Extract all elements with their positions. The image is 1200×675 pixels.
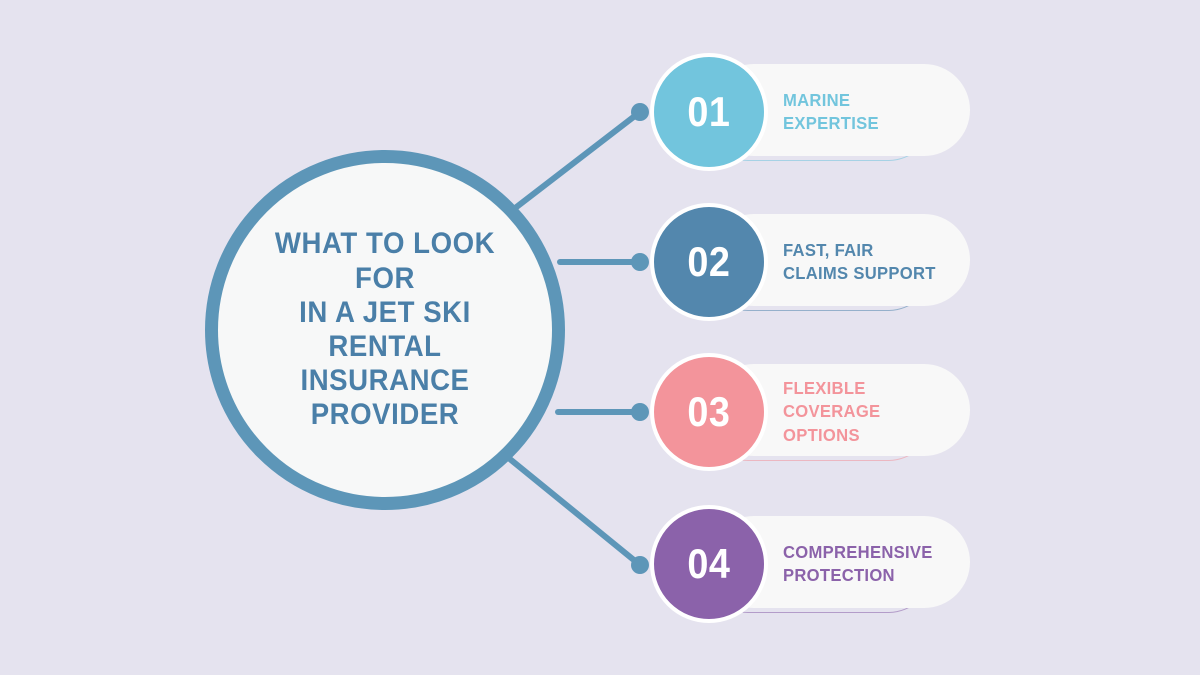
item-row-02[interactable]: FAST, FAIR CLAIMS SUPPORT 02 [650, 203, 970, 321]
connector-line-01 [507, 109, 643, 215]
item-label-04: COMPREHENSIVE PROTECTION [783, 541, 933, 585]
item-row-01[interactable]: MARINE EXPERTISE 01 [650, 53, 970, 171]
item-badge-02[interactable]: 02 [650, 203, 768, 321]
central-hub-circle: WHAT TO LOOK FOR IN A JET SKI RENTAL INS… [205, 150, 565, 510]
connector-dot-03 [631, 403, 649, 421]
item-badge-03[interactable]: 03 [650, 353, 768, 471]
item-badge-01[interactable]: 01 [650, 53, 768, 171]
item-number-03: 03 [687, 388, 731, 435]
item-number-02: 02 [687, 238, 731, 285]
item-row-03[interactable]: FLEXIBLE COVERAGE OPTIONS 03 [650, 353, 970, 471]
connector-line-04 [502, 452, 643, 568]
item-label-01: MARINE EXPERTISE [783, 89, 879, 133]
central-title-text: WHAT TO LOOK FOR IN A JET SKI RENTAL INS… [274, 227, 496, 432]
item-number-04: 04 [687, 540, 731, 587]
item-label-03: FLEXIBLE COVERAGE OPTIONS [783, 378, 881, 445]
item-number-01: 01 [687, 88, 731, 135]
connector-dot-01 [631, 103, 649, 121]
item-label-02: FAST, FAIR CLAIMS SUPPORT [783, 239, 936, 283]
item-badge-04[interactable]: 04 [650, 505, 768, 623]
connector-dot-04 [631, 556, 649, 574]
item-row-04[interactable]: COMPREHENSIVE PROTECTION 04 [650, 505, 970, 623]
connector-dot-02 [631, 253, 649, 271]
